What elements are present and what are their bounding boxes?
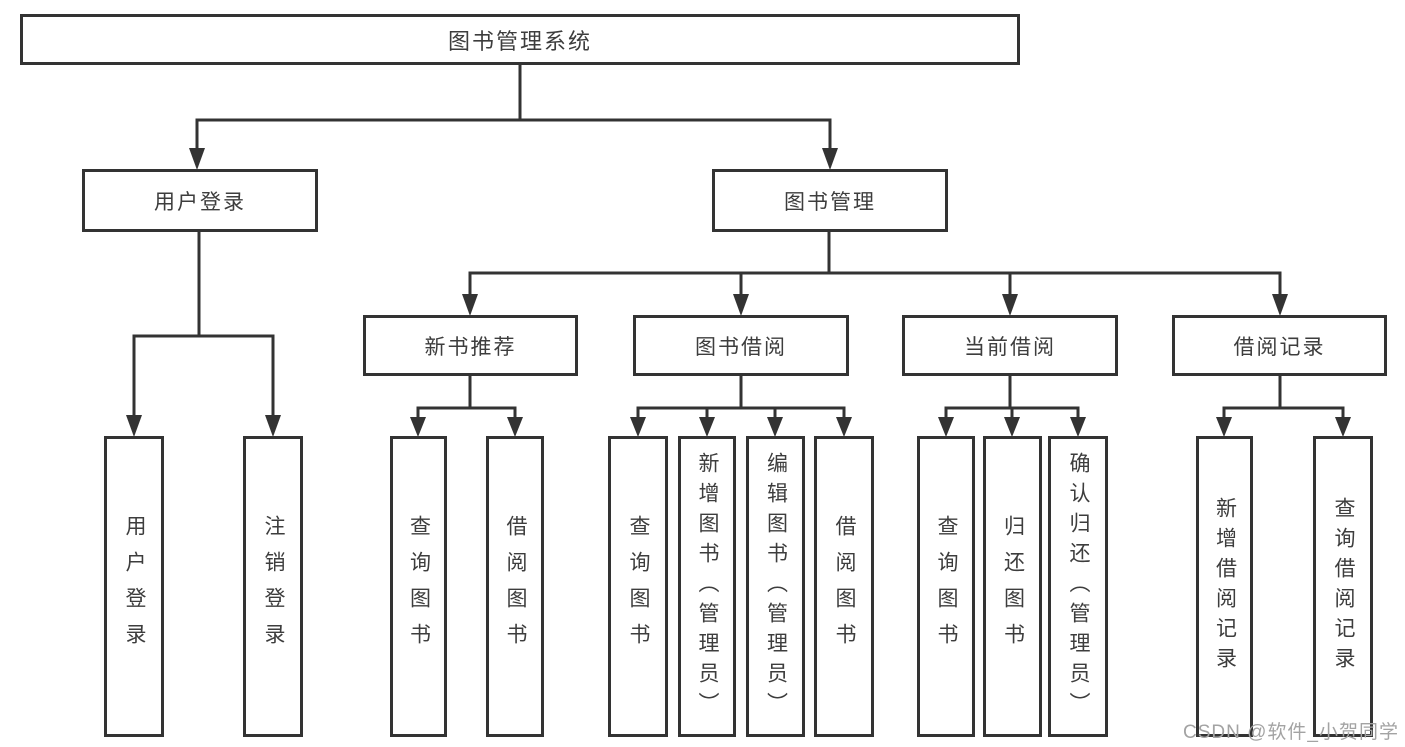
leaf-newbooks-borrow: 借阅图书 xyxy=(486,436,544,737)
leaf-logout: 注销登录 xyxy=(243,436,303,737)
node-book-management: 图书管理 xyxy=(712,169,948,232)
leaf-records-query: 查询借阅记录 xyxy=(1313,436,1373,737)
leaf-borrow-edit-admin: 编辑图书（管理员） xyxy=(746,436,805,737)
node-current-borrow: 当前借阅 xyxy=(902,315,1118,376)
node-new-books: 新书推荐 xyxy=(363,315,578,376)
leaf-current-return: 归还图书 xyxy=(983,436,1042,737)
node-user-login: 用户登录 xyxy=(82,169,318,232)
csdn-watermark: CSDN @软件_小贺同学 xyxy=(1183,722,1399,743)
node-borrow-records: 借阅记录 xyxy=(1172,315,1387,376)
leaf-user-login: 用户登录 xyxy=(104,436,164,737)
leaf-records-add: 新增借阅记录 xyxy=(1196,436,1253,737)
node-root: 图书管理系统 xyxy=(20,14,1020,65)
node-book-borrow: 图书借阅 xyxy=(633,315,849,376)
leaf-borrow-borrow: 借阅图书 xyxy=(814,436,874,737)
leaf-borrow-query: 查询图书 xyxy=(608,436,668,737)
leaf-newbooks-query: 查询图书 xyxy=(390,436,447,737)
leaf-borrow-add-admin: 新增图书（管理员） xyxy=(678,436,736,737)
leaf-current-query: 查询图书 xyxy=(917,436,975,737)
leaf-current-confirm-admin: 确认归还（管理员） xyxy=(1048,436,1108,737)
